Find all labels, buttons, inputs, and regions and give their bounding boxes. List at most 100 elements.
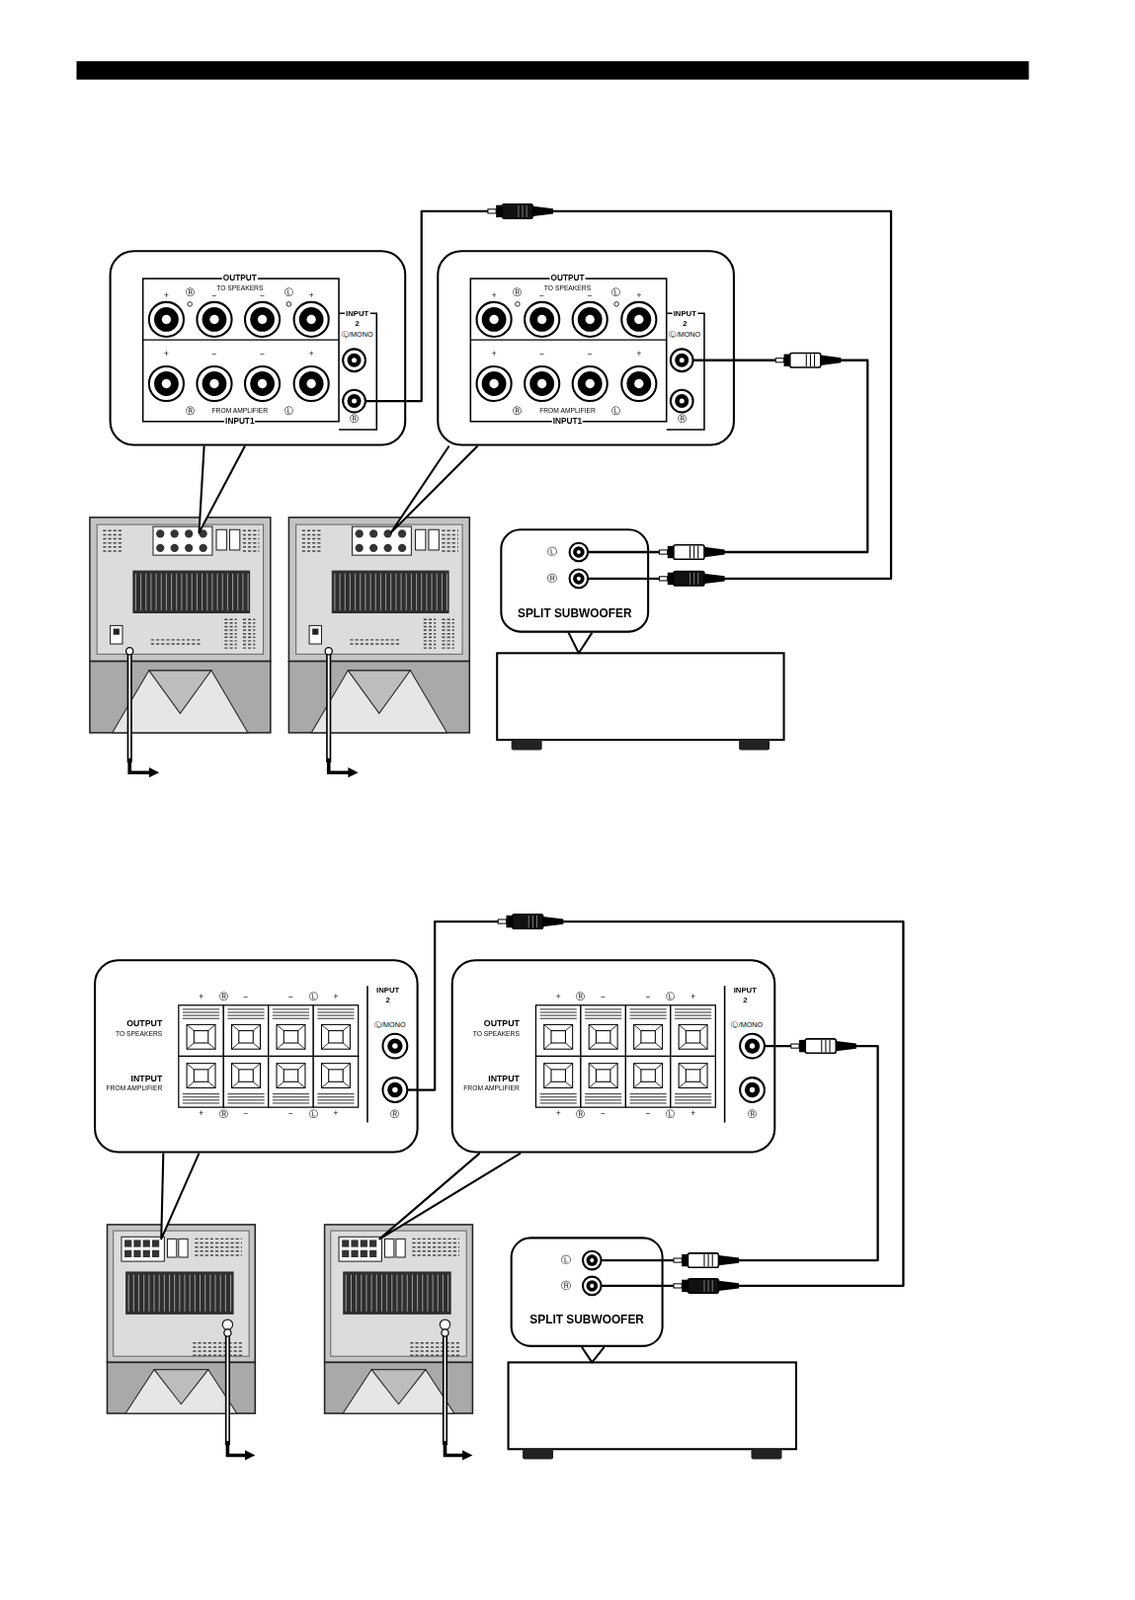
plug-grip bbox=[813, 354, 815, 367]
terminal-clip bbox=[232, 1024, 261, 1050]
terminal-hatch bbox=[584, 1093, 622, 1095]
vent-slot bbox=[441, 644, 454, 646]
vent-slot bbox=[423, 644, 436, 646]
heatsink-fin bbox=[230, 1275, 232, 1312]
terminal-mark: Ⓡ bbox=[184, 406, 196, 416]
vent-slot bbox=[102, 530, 124, 532]
amplifier-body bbox=[496, 652, 784, 740]
plug-collar bbox=[799, 1040, 806, 1053]
vent-slot bbox=[441, 637, 454, 639]
callout-pointer bbox=[379, 1153, 521, 1240]
terminal-hatch bbox=[630, 1008, 667, 1010]
rca-plug bbox=[497, 914, 564, 929]
vent-slot bbox=[302, 534, 324, 536]
terminal-hatch bbox=[630, 1015, 667, 1017]
binding-post-hole bbox=[488, 379, 498, 389]
heatsink-fin bbox=[395, 573, 397, 611]
panel-label: FROM AMPLIFIER bbox=[105, 1085, 164, 1093]
plug-body bbox=[512, 914, 544, 929]
heatsink-fin bbox=[170, 573, 172, 611]
terminal-clip bbox=[678, 1024, 708, 1050]
heatsink-fin bbox=[344, 573, 346, 611]
base-foot-shade bbox=[371, 1370, 426, 1405]
terminal-mark: Ⓛ bbox=[664, 1110, 676, 1120]
base-foot-shade bbox=[154, 1370, 209, 1405]
terminal-hatch bbox=[584, 1099, 622, 1101]
heatsink-fin bbox=[386, 1275, 388, 1312]
terminal-hole bbox=[328, 1031, 343, 1044]
rca-jack-pin bbox=[749, 1087, 755, 1093]
input2-bracket bbox=[666, 313, 705, 430]
heatsink-fin bbox=[140, 573, 142, 611]
binding-post bbox=[477, 302, 512, 337]
vent-slot bbox=[423, 626, 436, 628]
spring-terminal bbox=[341, 1239, 349, 1247]
switch-toggle bbox=[113, 628, 120, 635]
plug-grip bbox=[806, 354, 808, 367]
binding-post bbox=[384, 544, 393, 553]
heatsink-fin bbox=[150, 573, 152, 611]
rca-jack-pin bbox=[351, 399, 357, 405]
binding-post bbox=[369, 544, 378, 553]
plug-collar bbox=[681, 1280, 688, 1293]
heatsink-fin bbox=[191, 573, 193, 611]
heatsink-fin bbox=[237, 573, 239, 611]
binding-post-cap bbox=[529, 371, 555, 397]
subwoofer-rear bbox=[288, 517, 470, 778]
rca-jack-pin bbox=[392, 1087, 398, 1093]
heatsink-fin bbox=[411, 1275, 413, 1312]
heatsink-fin bbox=[360, 1275, 362, 1312]
jack-plate bbox=[396, 1238, 406, 1258]
heatsink-fin bbox=[436, 573, 438, 611]
terminal-clip bbox=[321, 1063, 350, 1089]
binding-post bbox=[355, 544, 364, 553]
terminal-mark: Ⓛ bbox=[560, 1255, 572, 1266]
vent-slot bbox=[409, 1342, 460, 1344]
base bbox=[324, 1362, 474, 1414]
signal-cable bbox=[648, 360, 868, 553]
vent-slot bbox=[411, 1242, 460, 1244]
panel-label: Ⓛ/MONO bbox=[340, 330, 375, 338]
terminal-mark: + bbox=[162, 292, 170, 301]
heatsink-fin bbox=[425, 573, 427, 611]
terminal-mark: + bbox=[331, 992, 339, 1001]
cord-grommet bbox=[126, 648, 134, 655]
terminal-hatch bbox=[540, 1008, 577, 1010]
output-jack-art bbox=[582, 1251, 664, 1296]
terminal-hatch bbox=[630, 1102, 667, 1104]
binding-post-hole bbox=[257, 315, 267, 325]
terminal-mark: Ⓡ bbox=[184, 288, 196, 298]
vent-slot bbox=[302, 550, 324, 552]
terminal-panel-art bbox=[470, 278, 735, 430]
terminal-hatch bbox=[674, 1018, 712, 1020]
terminal-panel-callout: OUTPUTTO SPEAKERS+Ⓡ−−Ⓛ++−−+ⓇFROM AMPLIFI… bbox=[436, 249, 735, 446]
terminal-hole bbox=[239, 1031, 253, 1044]
panel-label: FROM AMPLIFIER bbox=[538, 407, 597, 415]
terminal-hatch bbox=[674, 1012, 712, 1014]
plug-collar bbox=[495, 205, 502, 218]
heatsink-fin bbox=[441, 573, 443, 611]
plug-boot bbox=[532, 206, 554, 217]
binding-post-cap bbox=[626, 307, 651, 332]
terminal-hatch bbox=[182, 1093, 220, 1095]
terminal-bevel bbox=[634, 1063, 663, 1089]
power-switch bbox=[309, 625, 322, 645]
plug-boot bbox=[820, 355, 842, 366]
power-cord bbox=[442, 1332, 448, 1446]
spring-terminal bbox=[124, 1250, 132, 1258]
terminal-hatch bbox=[540, 1018, 577, 1020]
output-jack-art bbox=[569, 543, 650, 588]
heatsink-fin bbox=[442, 1275, 444, 1312]
vent-slot bbox=[243, 542, 260, 544]
rca-jack-ring bbox=[586, 1254, 599, 1267]
spring-terminal bbox=[152, 1239, 160, 1247]
terminal-bevel bbox=[276, 1063, 306, 1089]
terminal-hatch bbox=[272, 1015, 310, 1017]
terminal-hatch bbox=[182, 1012, 220, 1014]
jack-plate bbox=[385, 1238, 395, 1258]
vent-slot bbox=[411, 1246, 460, 1248]
heatsink-fin bbox=[220, 1275, 222, 1312]
vent-slot bbox=[243, 640, 255, 642]
plug-grip bbox=[522, 205, 524, 218]
